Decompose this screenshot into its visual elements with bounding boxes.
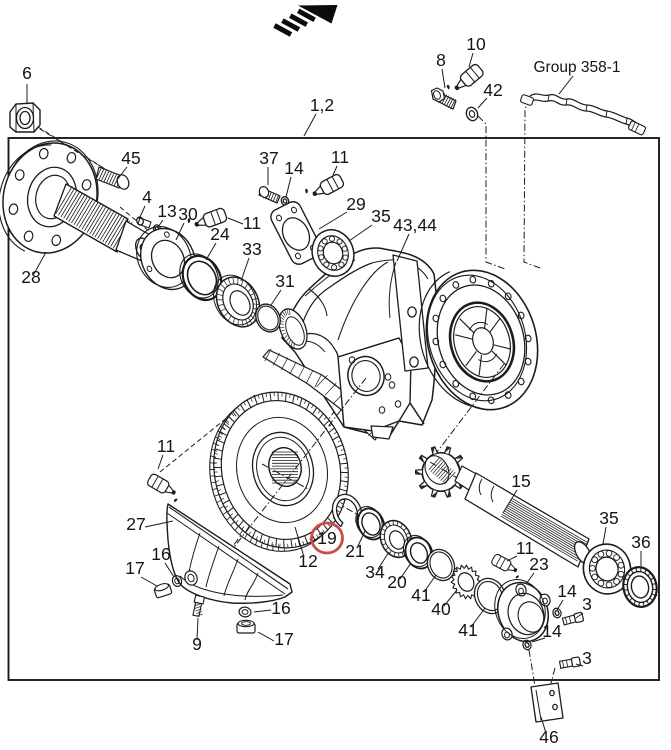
svg-text:14: 14 — [557, 581, 577, 601]
svg-text:34: 34 — [365, 562, 385, 582]
svg-text:12: 12 — [298, 551, 317, 571]
svg-text:11: 11 — [516, 538, 534, 558]
svg-text:35: 35 — [371, 206, 390, 226]
svg-text:41: 41 — [458, 620, 477, 640]
svg-text:29: 29 — [346, 194, 365, 214]
svg-text:3: 3 — [582, 594, 592, 614]
svg-text:46: 46 — [539, 727, 558, 747]
svg-text:17: 17 — [274, 629, 293, 649]
svg-text:17: 17 — [125, 558, 144, 578]
svg-text:13: 13 — [157, 201, 176, 221]
svg-text:35: 35 — [599, 508, 618, 528]
svg-text:1,2: 1,2 — [310, 95, 334, 115]
svg-text:Group 358-1: Group 358-1 — [533, 59, 620, 76]
svg-text:9: 9 — [192, 634, 202, 654]
svg-text:41: 41 — [411, 585, 430, 605]
svg-text:11: 11 — [331, 147, 349, 167]
svg-text:24: 24 — [210, 224, 230, 244]
svg-text:43,44: 43,44 — [393, 215, 437, 235]
svg-text:11: 11 — [243, 213, 261, 233]
svg-text:14: 14 — [542, 621, 562, 641]
svg-text:28: 28 — [21, 267, 40, 287]
svg-text:16: 16 — [271, 598, 290, 618]
svg-text:36: 36 — [631, 532, 650, 552]
svg-text:42: 42 — [483, 80, 502, 100]
svg-text:11: 11 — [157, 436, 175, 456]
svg-text:21: 21 — [345, 541, 364, 561]
svg-text:19: 19 — [317, 528, 336, 548]
svg-text:3: 3 — [582, 648, 592, 668]
svg-text:23: 23 — [529, 554, 548, 574]
svg-text:30: 30 — [178, 204, 198, 224]
svg-text:31: 31 — [275, 271, 294, 291]
svg-text:16: 16 — [151, 544, 170, 564]
svg-text:40: 40 — [431, 599, 451, 619]
svg-text:8: 8 — [436, 50, 446, 70]
svg-text:6: 6 — [22, 63, 32, 83]
svg-text:15: 15 — [511, 471, 530, 491]
svg-text:20: 20 — [387, 572, 407, 592]
svg-text:14: 14 — [284, 158, 304, 178]
svg-text:45: 45 — [121, 148, 140, 168]
svg-text:27: 27 — [126, 514, 145, 534]
svg-text:10: 10 — [466, 34, 486, 54]
svg-text:33: 33 — [242, 239, 261, 259]
svg-text:37: 37 — [259, 148, 278, 168]
svg-text:4: 4 — [142, 187, 152, 207]
